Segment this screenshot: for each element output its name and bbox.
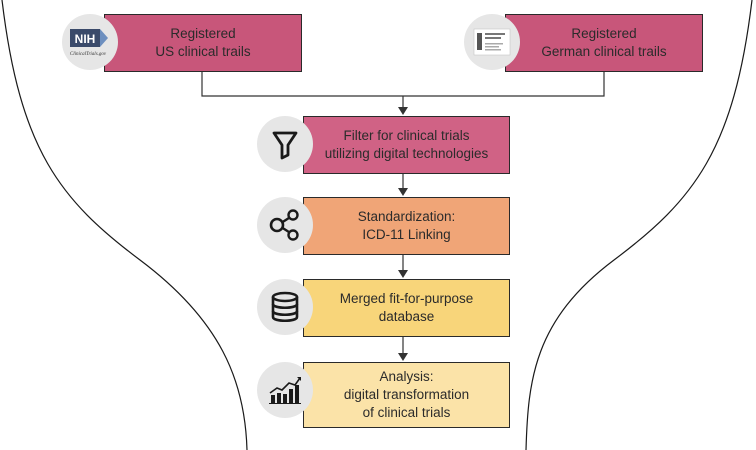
network-link-icon-circle [257, 197, 313, 253]
german-registry-line1: Registered [571, 26, 637, 41]
nih-logo-text: NIH [75, 32, 96, 46]
funnel-icon-circle [257, 116, 313, 172]
analysis-step-line1: Analysis: [379, 369, 434, 384]
merged-database-step-box: Merged fit-for-purpose database [303, 279, 510, 337]
standardization-step-line1: Standardization: [357, 209, 456, 224]
funnel-right-curve [525, 0, 753, 450]
network-link-icon [269, 209, 299, 241]
arrow-head-2 [398, 188, 408, 196]
filter-step-box: Filter for clinical trials utilizing dig… [303, 116, 510, 174]
german-registry-box: Registered German clinical trails [505, 14, 703, 72]
filter-step-line1: Filter for clinical trials [343, 128, 470, 143]
analysis-step-line2: digital transformation [343, 387, 470, 402]
us-registry-line2: US clinical trails [155, 44, 251, 59]
growth-chart-icon [269, 377, 301, 404]
drks-logo-icon [473, 28, 511, 56]
analysis-step-box: Analysis: digital transformation of clin… [303, 362, 510, 428]
funnel-left-curve [1, 0, 248, 450]
growth-chart-icon-circle [257, 362, 313, 418]
german-registry-line2: German clinical trails [541, 44, 667, 59]
merged-database-step-line1: Merged fit-for-purpose [339, 291, 474, 306]
merge-connector [201, 72, 605, 97]
drks-logo-circle [464, 14, 520, 70]
filter-step-line2: utilizing digital technologies [324, 146, 489, 161]
analysis-step-line3: of clinical trials [362, 405, 451, 420]
nih-logo-circle: NIH ClinicalTrials.gov [62, 14, 118, 70]
nih-logo: NIH ClinicalTrials.gov [70, 29, 108, 57]
funnel-icon [272, 131, 298, 160]
database-icon [271, 291, 299, 323]
arrow-head-1 [398, 107, 408, 115]
nih-logo-subtext: ClinicalTrials.gov [70, 52, 107, 57]
arrow-head-4 [398, 353, 408, 361]
standardization-step-box: Standardization: ICD-11 Linking [303, 197, 510, 255]
database-icon-circle [257, 279, 313, 335]
us-registry-line1: Registered [170, 26, 236, 41]
us-registry-box: Registered US clinical trails [104, 14, 302, 72]
standardization-step-line2: ICD-11 Linking [362, 227, 451, 242]
merged-database-step-line2: database [378, 309, 435, 324]
arrow-head-3 [398, 270, 408, 278]
